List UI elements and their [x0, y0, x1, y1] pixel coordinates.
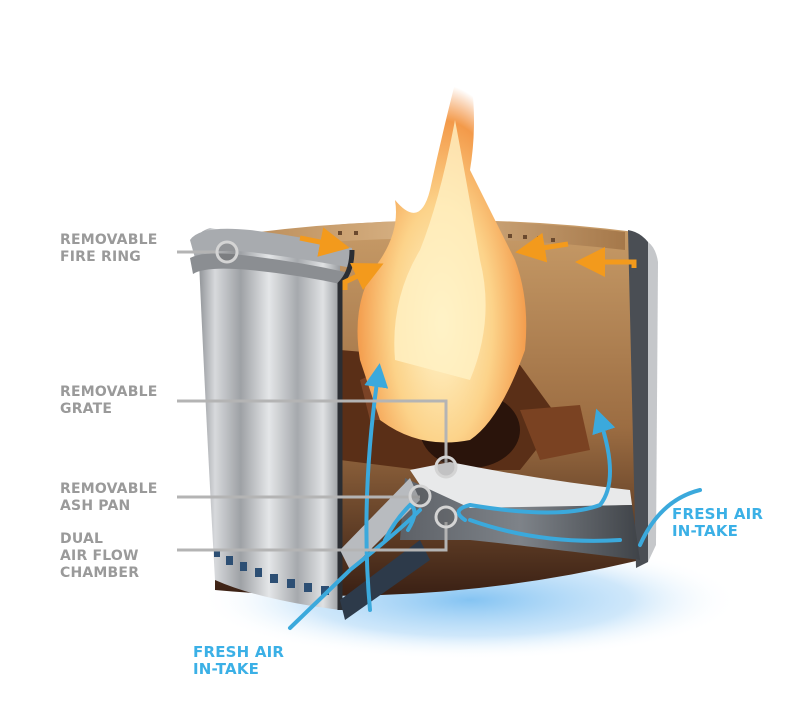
air-label-line: IN-TAKE — [193, 660, 260, 678]
ring-circle-icon — [434, 455, 458, 479]
orange-arrow-icon — [342, 262, 384, 291]
callout-line: FIRE RING — [60, 249, 141, 265]
callout-line: GRATE — [60, 401, 113, 417]
pan-wall — [340, 478, 420, 570]
blue-arrow-icon — [456, 408, 616, 522]
callout-line: REMOVABLE — [60, 481, 158, 497]
callout-label-ash-pan: REMOVABLE ASH PAN — [60, 481, 157, 515]
blue-intake-line-right — [638, 488, 702, 547]
callout-line: REMOVABLE — [60, 384, 158, 400]
outer-shell — [198, 228, 340, 610]
orange-arrow-icon — [299, 227, 350, 257]
cut-edge — [337, 249, 355, 610]
callout-line: ASH PAN — [60, 498, 131, 514]
ring-circle-icon — [408, 484, 432, 508]
fire-ring — [190, 228, 352, 268]
flame — [357, 45, 527, 443]
air-label-right-intake: FRESH AIR IN-TAKE — [672, 506, 763, 540]
air-label-line: FRESH AIR — [672, 505, 764, 523]
leader-lines — [177, 250, 448, 552]
orange-arrow-icon — [575, 247, 637, 277]
air-label-bottom-intake: FRESH AIR IN-TAKE — [193, 644, 284, 678]
callout-label-grate: REMOVABLE GRATE — [60, 384, 157, 418]
callout-label-fire-ring: REMOVABLE FIRE RING — [60, 232, 157, 266]
air-label-line: FRESH AIR — [193, 643, 285, 661]
orange-arrow-icon — [515, 232, 569, 263]
bottom-vent-holes — [214, 549, 329, 595]
callout-line: DUAL — [60, 531, 104, 547]
callout-label-air-flow-chamber: DUAL AIR FLOW CHAMBER — [60, 531, 139, 582]
ring-circle-icon — [215, 240, 239, 264]
callout-markers — [215, 240, 458, 529]
ring-circle-icon — [434, 505, 458, 529]
leader-line-air-flow-chamber — [177, 522, 448, 552]
callout-line: AIR FLOW — [60, 548, 139, 564]
callout-line: REMOVABLE — [60, 232, 158, 248]
leader-line-grate — [177, 399, 448, 463]
grate-plate — [410, 462, 632, 510]
hot-air-arrows — [299, 227, 637, 291]
air-label-line: IN-TAKE — [672, 522, 739, 540]
callout-line: CHAMBER — [60, 565, 140, 581]
